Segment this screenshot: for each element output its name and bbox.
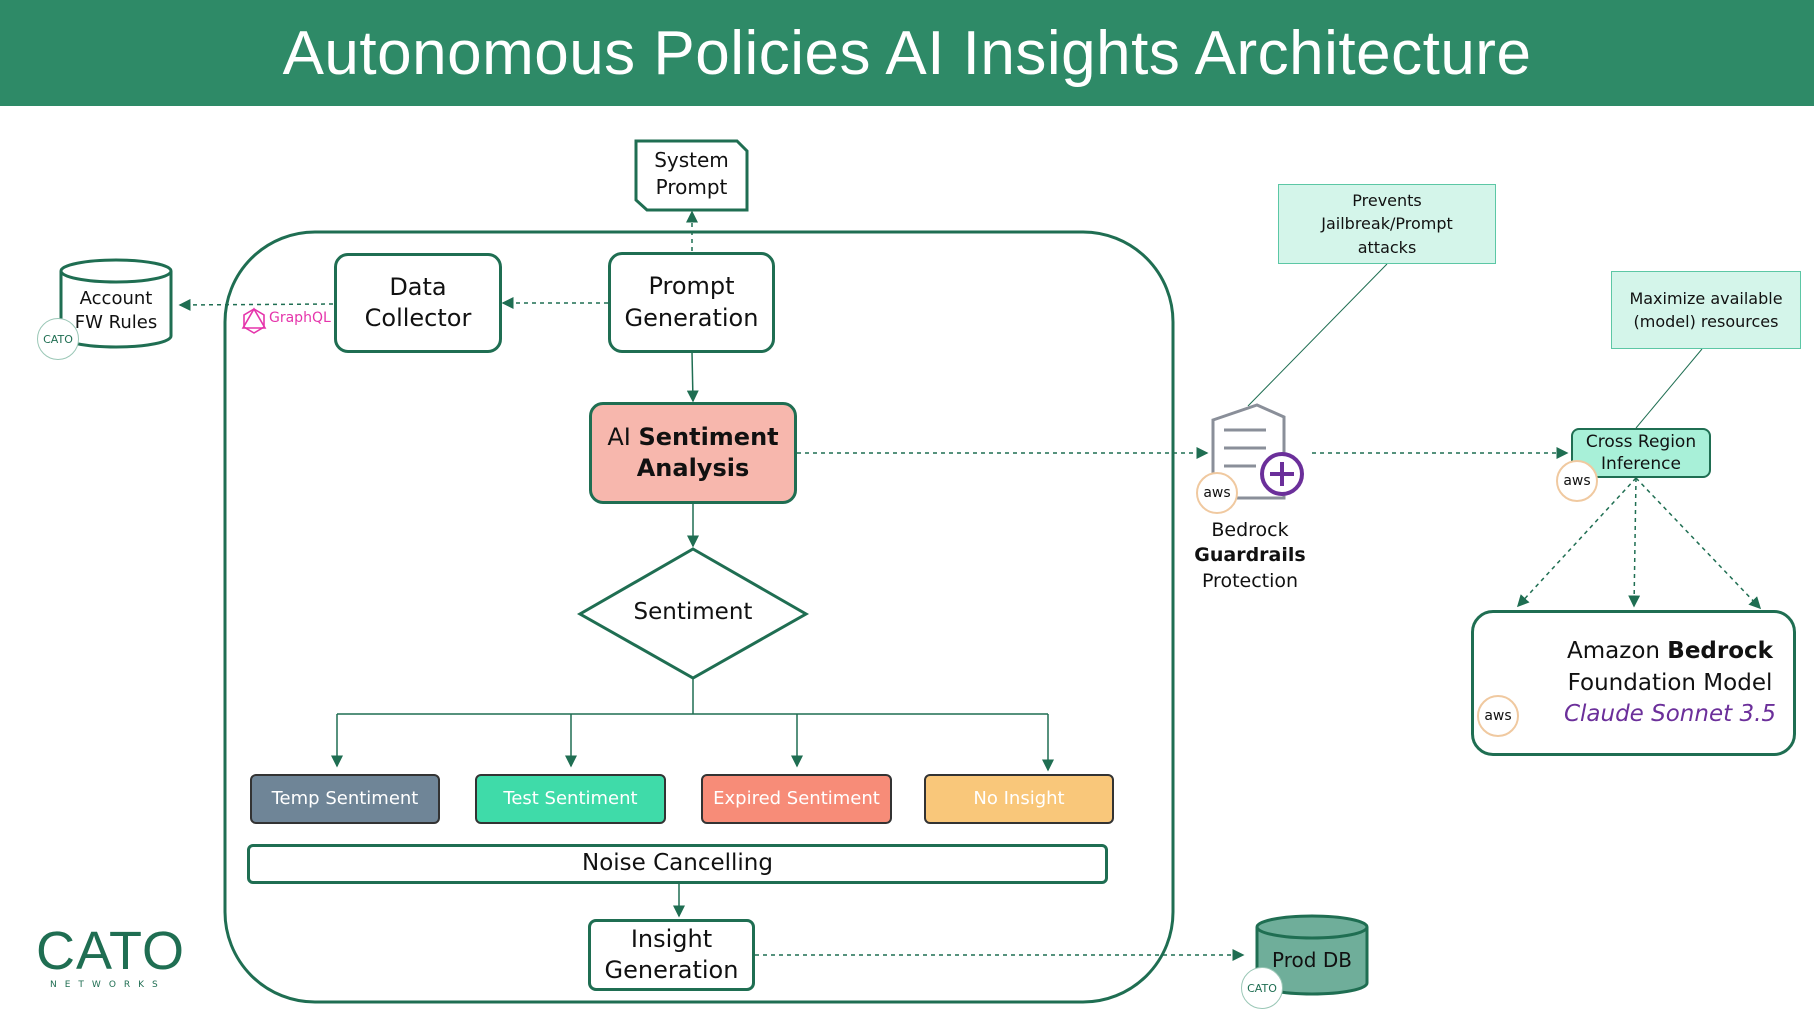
foundation-model-label: Amazon Bedrock Foundation Model Claude S…	[1555, 636, 1785, 731]
guardrails-shield-icon	[1211, 403, 1304, 500]
guardrails-label: Bedrock Guardrails Protection	[1194, 519, 1306, 592]
noise-cancelling-box: Noise Cancelling	[247, 844, 1108, 884]
cato-networks-logo: CATO NETWORKS	[36, 921, 186, 990]
aws-badge-guardrails: aws	[1196, 472, 1238, 514]
maximize-resources-note: Maximize available (model) resources	[1611, 271, 1801, 349]
aws-badge-crossregion: aws	[1556, 460, 1598, 502]
system-prompt-shape	[634, 139, 749, 212]
graphql-label: GraphQL	[269, 310, 331, 326]
cato-badge-db: CATO	[1241, 967, 1283, 1009]
cross-region-inference-box: Cross Region Inference	[1571, 428, 1711, 478]
graphql-icon	[241, 307, 267, 334]
header-banner: Autonomous Policies AI Insights Architec…	[0, 0, 1814, 106]
expired-sentiment-box: Expired Sentiment	[701, 774, 892, 824]
prod-db-label: Prod DB	[1272, 948, 1352, 972]
account-fw-rules: Account FW Rules	[74, 288, 158, 334]
system-prompt: System Prompt	[654, 148, 729, 199]
test-sentiment-box: Test Sentiment	[475, 774, 666, 824]
arrow-prompt-to-ai	[686, 351, 699, 403]
foundation-model-box	[1471, 610, 1796, 756]
arrow-collector-to-rules	[178, 298, 334, 311]
account-fw-rules-cylinder	[59, 258, 173, 349]
sentiment-decision-label: Sentiment	[633, 599, 753, 625]
insight-generation-box: Insight Generation	[588, 919, 755, 991]
page-title: Autonomous Policies AI Insights Architec…	[282, 18, 1532, 88]
no-insight-box: No Insight	[924, 774, 1114, 824]
data-collector-box: Data Collector	[334, 253, 502, 353]
temp-sentiment-box: Temp Sentiment	[250, 774, 440, 824]
jailbreak-note: Prevents Jailbreak/Prompt attacks	[1278, 184, 1496, 264]
pipeline-container	[223, 230, 1175, 1004]
aws-badge-foundation: aws	[1477, 695, 1519, 737]
prod-db-cylinder	[1255, 914, 1369, 996]
prompt-generation-box: Prompt Generation	[608, 252, 775, 353]
cato-badge-rules: CATO	[37, 318, 79, 360]
claude-model-name: Claude Sonnet 3.5	[1563, 701, 1777, 728]
ai-sentiment-analysis-box: AI Sentiment Analysis	[589, 402, 797, 504]
